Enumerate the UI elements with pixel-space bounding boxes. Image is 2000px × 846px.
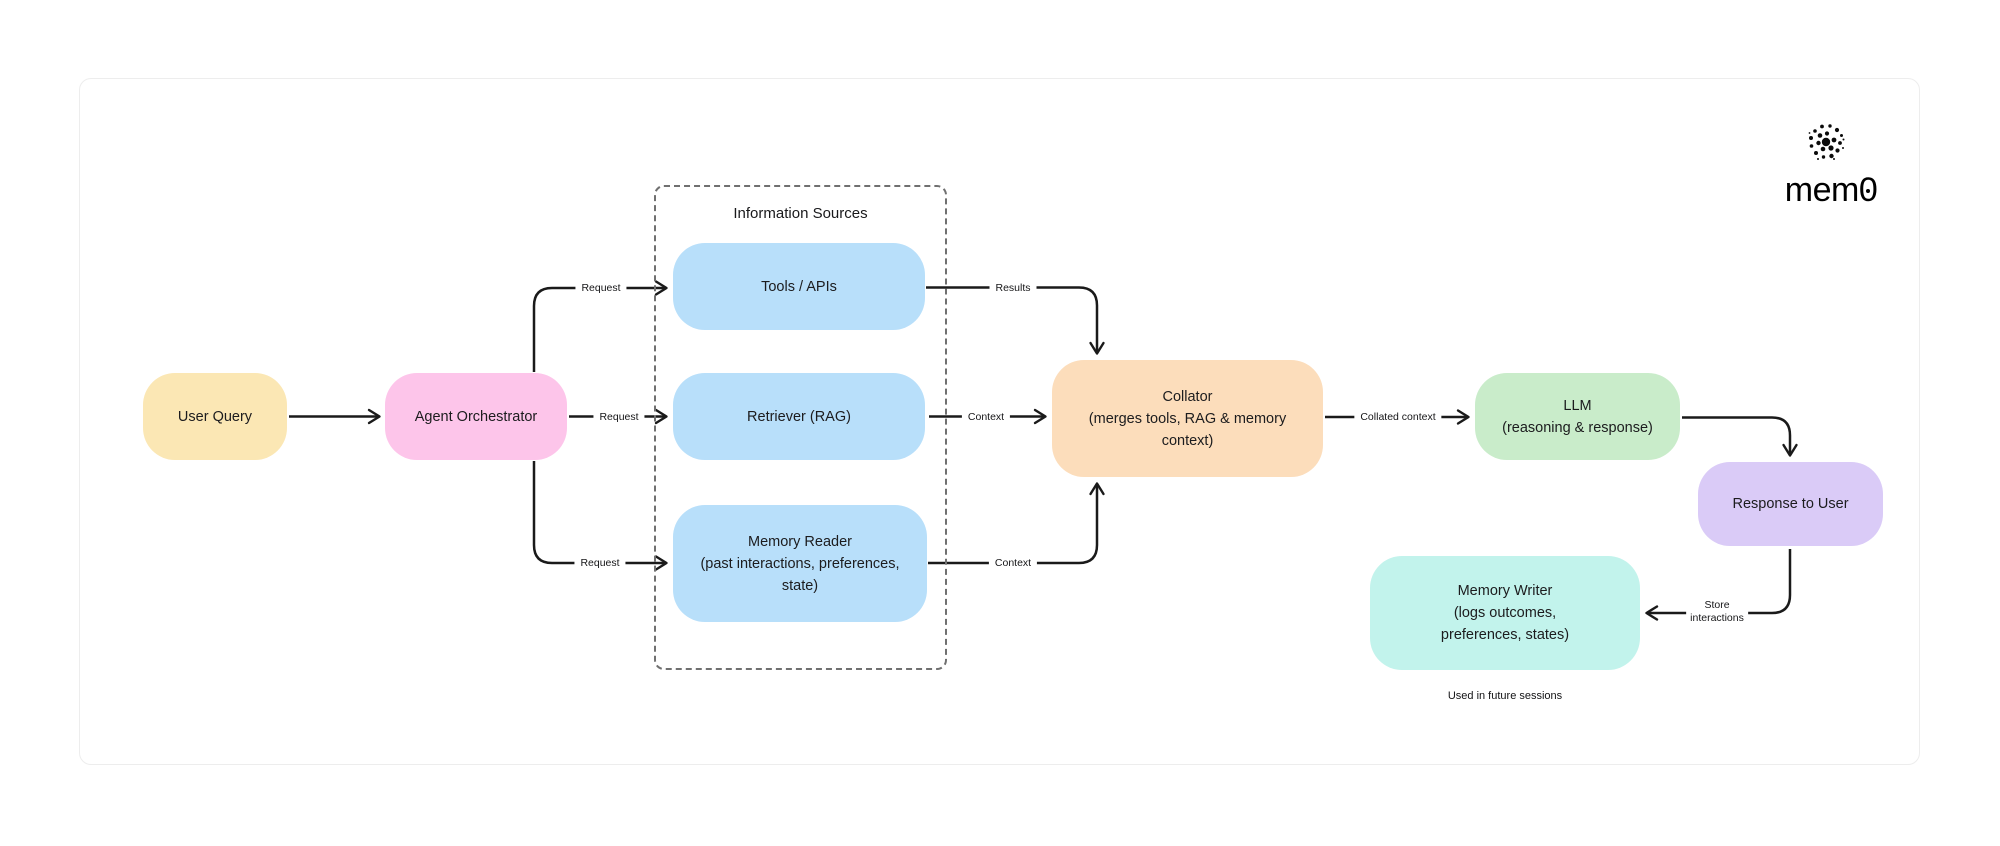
node-label: Memory Writer bbox=[1457, 583, 1553, 599]
caption-used-in-future-sessions: Used in future sessions bbox=[1447, 690, 1563, 702]
edge-label-store-interactions: Store interactions bbox=[1686, 598, 1748, 626]
node-label: Tools / APIs bbox=[761, 278, 837, 295]
node-label: Response to User bbox=[1732, 496, 1849, 512]
node-sublabel: (past interactions, preferences, bbox=[700, 555, 900, 572]
node-sublabel: (merges tools, RAG & memory bbox=[1088, 410, 1287, 427]
node-sublabel: context) bbox=[1161, 432, 1214, 449]
node-response-to-user: Response to User bbox=[1698, 462, 1883, 546]
edge-label-request-tools: Request bbox=[575, 280, 627, 296]
edge-label-request-memory: Request bbox=[574, 555, 626, 571]
node-label: LLM bbox=[1563, 397, 1592, 414]
mem0-logo-icon bbox=[1808, 124, 1845, 160]
node-label: Agent Orchestrator bbox=[414, 408, 538, 425]
node-memory-writer: Memory Writer (logs outcomes, preference… bbox=[1370, 556, 1640, 670]
node-user-query: User Query bbox=[143, 373, 287, 460]
node-agent-orchestrator: Agent Orchestrator bbox=[385, 373, 567, 460]
mem0-logo-text: mem0 bbox=[1776, 172, 1886, 208]
node-sublabel: (reasoning & response) bbox=[1502, 419, 1653, 436]
edge-label-line: Store bbox=[1704, 599, 1730, 611]
edge-label-results: Results bbox=[989, 280, 1037, 296]
node-retriever-rag: Retriever (RAG) bbox=[673, 373, 925, 460]
node-memory-reader: Memory Reader (past interactions, prefer… bbox=[673, 505, 927, 622]
edge-label-context-retriever: Context bbox=[961, 409, 1011, 425]
node-llm: LLM (reasoning & response) bbox=[1475, 373, 1680, 460]
node-sublabel: state) bbox=[781, 577, 819, 594]
node-label: Collator bbox=[1162, 388, 1213, 405]
mem0-logo-text-prefix: mem bbox=[1784, 171, 1860, 209]
node-label: Memory Reader bbox=[748, 533, 852, 550]
node-collator: Collator (merges tools, RAG & memory con… bbox=[1052, 360, 1323, 477]
edge-label-line: interactions bbox=[1690, 612, 1744, 624]
node-label: User Query bbox=[177, 408, 253, 425]
node-tools-apis: Tools / APIs bbox=[673, 243, 925, 330]
edge-label-request-retriever: Request bbox=[593, 409, 645, 425]
information-sources-label: Information Sources bbox=[733, 205, 868, 222]
node-sublabel: (logs outcomes, bbox=[1453, 605, 1557, 621]
node-label: Retriever (RAG) bbox=[747, 408, 851, 425]
information-sources-group bbox=[654, 185, 947, 670]
edge-label-collated-context: Collated context bbox=[1354, 409, 1442, 425]
edge-label-context-memory: Context bbox=[988, 555, 1038, 571]
node-sublabel: preferences, states) bbox=[1440, 627, 1570, 643]
mem0-logo-zero: 0 bbox=[1858, 171, 1878, 209]
